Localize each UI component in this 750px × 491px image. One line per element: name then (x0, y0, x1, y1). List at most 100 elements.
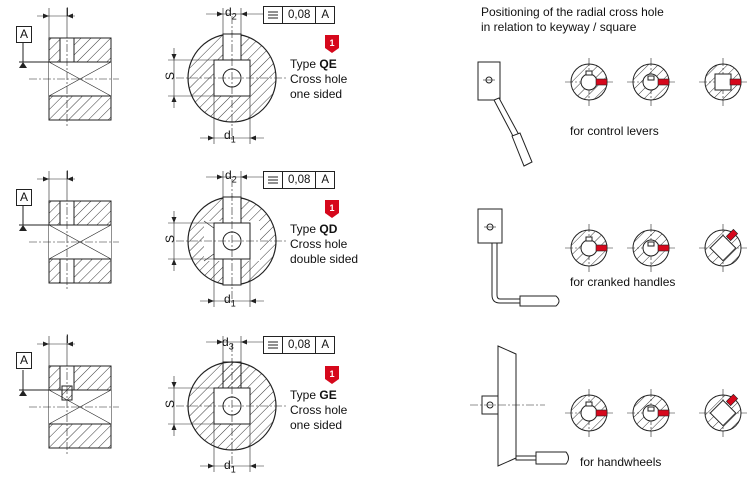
type-code: GE (319, 388, 337, 402)
d-bottom-letter: d (224, 458, 231, 472)
arrowhead (43, 13, 49, 19)
hub-diagram (565, 58, 613, 106)
bore (580, 73, 598, 91)
type-code: QD (319, 222, 338, 236)
row-geometry-1 (19, 8, 747, 167)
datum-triangle-icon (19, 225, 27, 231)
cross-hole-marker (657, 244, 670, 252)
arrowhead (171, 424, 177, 430)
flatness-icon (264, 337, 283, 353)
length-label: l (66, 168, 69, 182)
lever-arm (493, 97, 520, 139)
type-prefix: Type (290, 222, 320, 236)
datum-a-label: A (16, 189, 32, 206)
row-geometry-2 (19, 171, 747, 307)
handle-grip (535, 451, 569, 465)
d-top-label: d3 (222, 335, 234, 353)
hub-diagram (699, 224, 747, 272)
application-label: for cranked handles (570, 275, 676, 289)
flatness-icon (264, 172, 283, 188)
taper-line (48, 389, 112, 425)
tolerance-value: 0,08 (283, 7, 317, 23)
datum-triangle-icon (19, 390, 27, 396)
keyway (585, 70, 593, 76)
type-desc-1: Cross hole (290, 72, 348, 86)
d-top-letter: d (225, 168, 232, 182)
taper-line (48, 61, 112, 97)
hub-diagram (627, 389, 675, 437)
arrowhead (208, 463, 214, 469)
hub-diagram (699, 58, 747, 106)
crank-arm (491, 242, 521, 304)
tolerance-frame: 0,08 A (263, 171, 336, 189)
taper-line (48, 224, 112, 260)
type-description: Type GE Cross hole one sided (290, 388, 347, 433)
arrowhead (67, 341, 73, 347)
type-description: Type QD Cross hole double sided (290, 222, 358, 267)
d-bottom-sub: 1 (230, 464, 236, 475)
length-label: l (66, 332, 69, 346)
arrowhead (241, 339, 247, 345)
s-dimension-label: S (163, 234, 178, 244)
type-prefix: Type (290, 388, 320, 402)
red-badge-icon: 1 (325, 200, 339, 218)
hub-diagram (565, 389, 613, 437)
heading-line-1: Positioning of the radial cross hole (481, 5, 664, 19)
cross-hole-marker (657, 409, 670, 417)
heading-line-2: in relation to keyway / square (481, 20, 637, 34)
arrowhead (67, 13, 73, 19)
type-desc-1: Cross hole (290, 403, 348, 417)
tolerance-frame: 0,08 A (263, 6, 336, 24)
arrowhead (171, 259, 177, 265)
d-top-sub: 2 (231, 174, 237, 185)
cross-hole-marker (729, 78, 742, 86)
d-bottom-label: d1 (224, 458, 236, 476)
keyway (585, 236, 593, 242)
cross-hole-marker (595, 78, 608, 86)
red-badge-icon: 1 (325, 366, 339, 384)
type-description: Type QE Cross hole one sided (290, 57, 347, 102)
tolerance-value: 0,08 (283, 172, 317, 188)
bore (580, 239, 598, 257)
type-desc-2: one sided (290, 418, 343, 432)
handle-illustration (470, 345, 569, 467)
type-desc-2: double sided (290, 252, 359, 266)
datum-a-label: A (16, 352, 32, 369)
hole-position-diagrams (565, 224, 747, 272)
arrowhead (217, 339, 223, 345)
hub-diagram (627, 58, 675, 106)
type-line: Type QD (290, 222, 358, 237)
d-top-label: d2 (225, 168, 237, 186)
crank-grip (519, 295, 560, 307)
s-dimension-label: S (163, 71, 178, 81)
hole-position-diagrams (565, 389, 747, 437)
side-section-view (19, 8, 119, 126)
datum-a-label: A (16, 26, 32, 43)
side-section-view (19, 171, 119, 289)
arrowhead (250, 463, 256, 469)
keyway (585, 401, 593, 407)
keyway (647, 75, 655, 81)
arrowhead (208, 298, 214, 304)
arrowhead (43, 341, 49, 347)
d-top-label: d2 (225, 5, 237, 23)
tolerance-datum: A (321, 174, 330, 186)
arrowhead (250, 298, 256, 304)
type-desc-1: Cross hole (290, 237, 348, 251)
keyway (647, 406, 655, 412)
cross-hole-marker (595, 244, 608, 252)
front-circle-view (168, 8, 288, 144)
arrowhead (171, 217, 177, 223)
cross-hole-marker (725, 228, 739, 242)
d-bottom-letter: d (224, 128, 231, 142)
arrowhead (217, 11, 223, 17)
svg-text:1: 1 (329, 203, 334, 213)
d-top-sub: 3 (228, 341, 234, 352)
arrowhead (217, 174, 223, 180)
application-label: for control levers (570, 124, 659, 138)
cross-hole-marker (725, 393, 739, 407)
type-line: Type GE (290, 388, 347, 403)
svg-text:1: 1 (329, 369, 334, 379)
svg-text:1: 1 (329, 38, 334, 48)
